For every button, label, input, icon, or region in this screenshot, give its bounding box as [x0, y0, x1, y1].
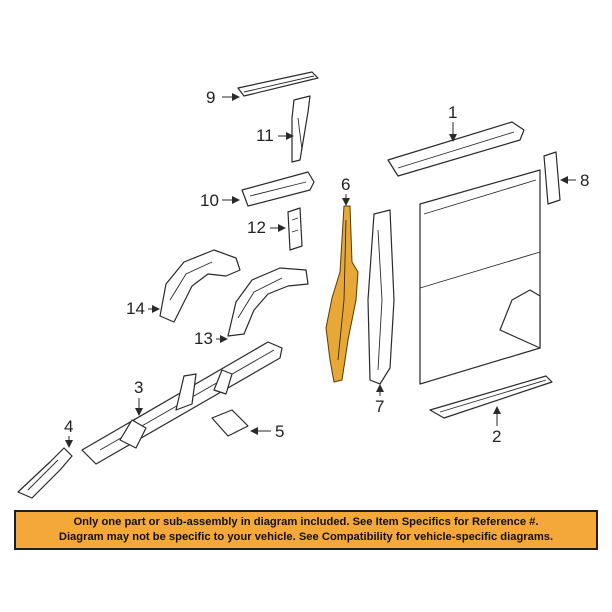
part-3-floor-rail	[81, 341, 283, 465]
callout-11: 11	[256, 126, 294, 145]
callout-2: 2	[492, 406, 501, 446]
svg-text:10: 10	[200, 191, 219, 210]
svg-text:9: 9	[206, 88, 215, 107]
part-10-rail	[241, 171, 315, 207]
callout-4: 4	[64, 417, 73, 448]
part-8-bracket	[543, 151, 561, 205]
svg-text:11: 11	[256, 126, 274, 145]
callout-7: 7	[375, 384, 384, 416]
part-12-bracket	[287, 207, 303, 251]
svg-text:3: 3	[134, 378, 143, 397]
part-5-plate	[211, 409, 249, 437]
part-9-rail	[237, 71, 319, 97]
part-14-wheelhouse-inner	[159, 249, 241, 323]
disclaimer-line-1: Only one part or sub-assembly in diagram…	[73, 516, 539, 528]
part-2-rocker	[429, 375, 553, 419]
svg-text:1: 1	[448, 103, 457, 122]
callout-3: 3	[134, 378, 143, 416]
svg-text:7: 7	[375, 397, 384, 416]
callout-8: 8	[560, 171, 589, 190]
svg-text:14: 14	[126, 299, 145, 318]
disclaimer-banner: Only one part or sub-assembly in diagram…	[14, 510, 598, 550]
svg-text:8: 8	[580, 171, 589, 190]
callout-1: 1	[448, 103, 457, 142]
callout-12: 12	[247, 218, 286, 237]
disclaimer-line-2: Diagram may not be specific to your vehi…	[58, 531, 554, 543]
part-1-side-panel	[387, 121, 541, 385]
callout-14: 14	[126, 299, 160, 318]
callout-6: 6	[341, 175, 350, 206]
svg-text:12: 12	[247, 218, 266, 237]
highlighted-part	[325, 205, 359, 383]
part-4-extension	[17, 447, 73, 499]
svg-text:6: 6	[341, 175, 350, 194]
part-6-pillar-highlighted	[325, 205, 359, 383]
callout-10: 10	[200, 191, 240, 210]
callout-9: 9	[206, 88, 240, 107]
svg-text:5: 5	[275, 422, 284, 441]
svg-text:13: 13	[194, 329, 213, 348]
svg-text:4: 4	[64, 417, 73, 436]
part-11-pillar	[291, 95, 311, 163]
callout-5: 5	[250, 422, 284, 441]
part-7-pillar	[367, 209, 395, 385]
callout-13: 13	[194, 329, 228, 348]
svg-text:2: 2	[492, 427, 501, 446]
part-13-wheelhouse-outer	[227, 267, 309, 337]
